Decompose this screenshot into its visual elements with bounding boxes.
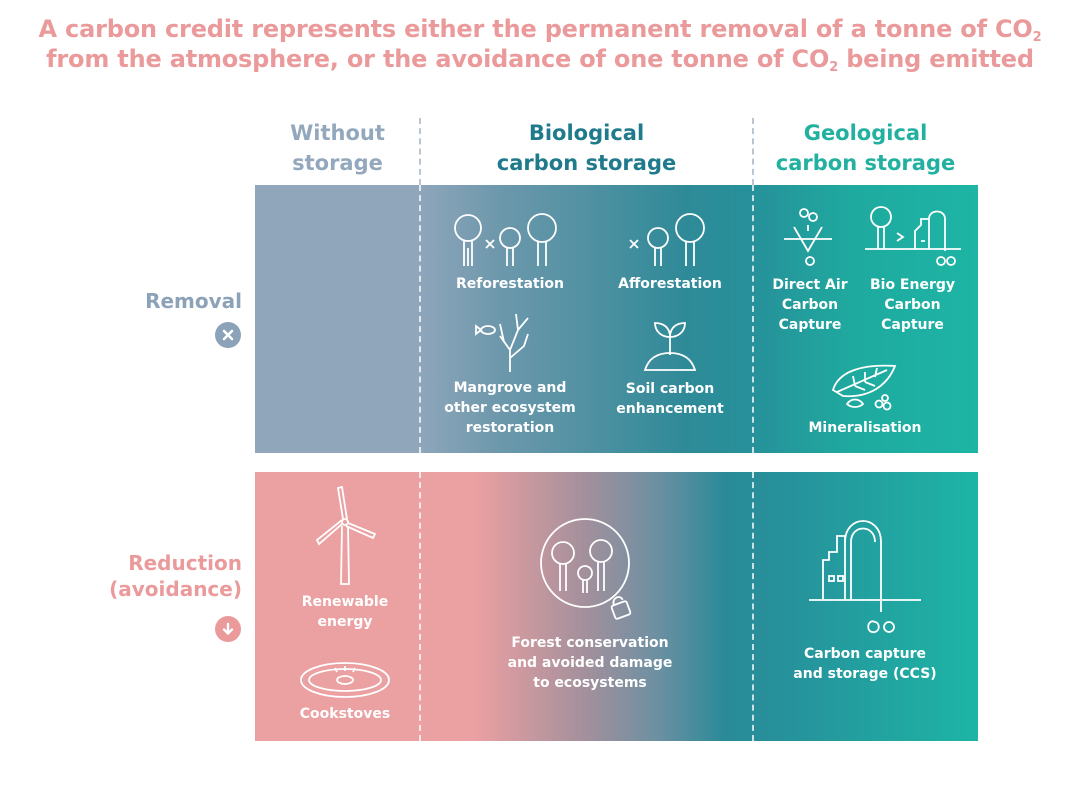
headline: A carbon credit represents either the pe… xyxy=(0,14,1080,74)
headline-line-1: A carbon credit represents either the pe… xyxy=(38,15,1042,45)
label-line: Bio Energy xyxy=(869,277,956,293)
column-divider xyxy=(752,185,754,453)
removal-bioenergy-carbon-capture: Bio Energy Carbon Capture xyxy=(860,205,965,335)
label-line: and storage (CCS) xyxy=(793,666,937,682)
label-line: energy xyxy=(317,614,373,630)
column-divider xyxy=(752,472,754,741)
reduction-band: Renewable energy Cookstoves Forest conse… xyxy=(255,472,978,741)
trees-new-icon xyxy=(629,213,705,266)
sprout-soil-icon xyxy=(643,322,697,371)
arrow-down-circle-icon xyxy=(215,616,241,642)
trees-replant-icon xyxy=(454,213,557,266)
wind-turbine-icon xyxy=(315,485,377,585)
removal-direct-air-capture: Direct Air Carbon Capture xyxy=(760,205,860,335)
reduction-carbon-capture-storage: Carbon capture and storage (CCS) xyxy=(765,512,965,684)
label-line: Carbon capture xyxy=(804,646,926,662)
removal-afforestation: Afforestation xyxy=(605,210,735,294)
column-header-geological: Geological carbon storage xyxy=(775,121,956,175)
label-line: Carbon xyxy=(884,297,941,313)
label-line: to ecosystems xyxy=(533,675,647,691)
cookstove-icon xyxy=(300,662,390,698)
label-line: Renewable xyxy=(301,594,389,610)
protected-forest-icon xyxy=(540,518,632,620)
removal-mineralisation: Mineralisation xyxy=(785,360,945,438)
bioenergy-capture-icon xyxy=(864,206,961,266)
label-line: Capture xyxy=(778,317,842,333)
column-divider xyxy=(419,185,421,453)
label-line: enhancement xyxy=(616,401,724,417)
label-line: other ecosystem xyxy=(444,400,576,416)
removal-soil-carbon: Soil carbon enhancement xyxy=(600,315,740,419)
column-divider xyxy=(419,472,421,741)
leaf-minerals-icon xyxy=(831,364,897,411)
row-label-reduction: Reduction (avoidance) xyxy=(109,551,242,601)
direct-air-capture-icon xyxy=(784,208,832,266)
reduction-renewable-energy: Renewable energy xyxy=(270,484,420,632)
row-label-removal: Removal xyxy=(145,289,242,313)
column-divider xyxy=(419,118,421,185)
column-divider xyxy=(752,118,754,185)
label-line: Carbon xyxy=(781,297,839,313)
label-line: restoration xyxy=(465,420,555,436)
x-circle-icon xyxy=(215,322,241,348)
mangrove-fish-icon xyxy=(475,313,529,372)
label-line: Forest conservation xyxy=(511,635,669,651)
label-line: Mangrove and xyxy=(453,380,567,396)
headline-line-2: from the atmosphere, or the avoidance of… xyxy=(46,45,1034,75)
removal-reforestation: Reforestation xyxy=(435,210,585,294)
reduction-cookstoves: Cookstoves xyxy=(270,660,420,724)
label-line: Soil carbon xyxy=(625,381,715,397)
column-header-biological: Biological carbon storage xyxy=(496,121,677,175)
removal-mangrove: Mangrove and other ecosystem restoration xyxy=(430,310,590,438)
removal-band: Reforestation Afforestation Mangrove and… xyxy=(255,185,978,453)
column-header-without-storage: Without storage xyxy=(290,121,385,175)
reduction-forest-conservation: Forest conservation and avoided damage t… xyxy=(490,517,690,693)
label-line: Capture xyxy=(881,317,944,333)
label-line: Direct Air xyxy=(772,277,848,293)
label-line: and avoided damage xyxy=(507,655,673,671)
factory-ccs-icon xyxy=(809,520,921,633)
